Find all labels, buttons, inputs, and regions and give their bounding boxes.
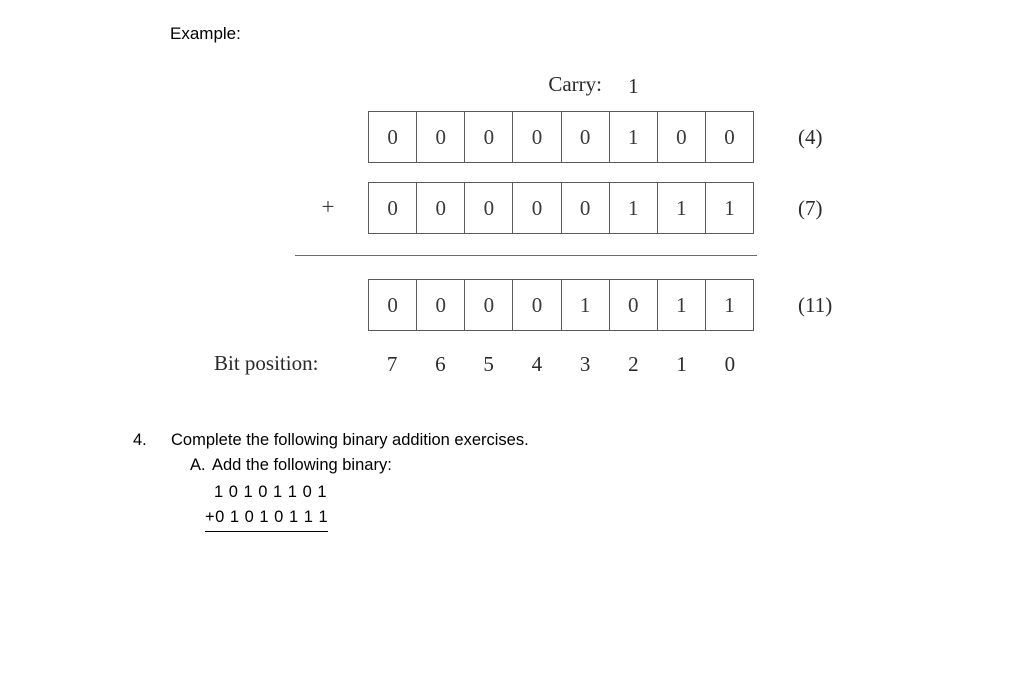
bit-cell: 0	[724, 125, 735, 149]
bit-cell: 0	[417, 280, 466, 330]
bit-cell: 0	[562, 183, 610, 233]
subquestion-line: A. Add the following binary:	[190, 453, 833, 478]
subquestion-text: Add the following binary:	[212, 456, 392, 474]
bit-cell: 0	[417, 112, 466, 162]
carry-bit	[368, 72, 416, 100]
bit-cell: 1	[724, 196, 735, 220]
page-title: Example:	[170, 24, 241, 43]
plus-operator-icon: +	[321, 194, 335, 219]
bit-position-value: 3	[579, 352, 591, 376]
carry-bits: 1	[368, 72, 754, 100]
bit-cell: 1	[562, 280, 610, 330]
bit-cell: 0	[562, 112, 610, 162]
bit-position-values: 7 6 5 4 3 2 1 0	[368, 351, 754, 377]
bit-cell: 0	[658, 112, 706, 162]
bit-position-label: Bit position:	[214, 351, 319, 375]
binary-operand-2: +0 1 0 1 0 1 1 1	[205, 505, 329, 532]
carry-bit	[561, 72, 609, 100]
carry-bit	[706, 72, 754, 100]
decimal-value-addend-2: (7)	[798, 196, 823, 220]
decimal-value-sum: (11)	[798, 293, 833, 317]
sum-separator-rule	[295, 255, 757, 256]
bit-cell: 1	[610, 183, 658, 233]
carry-bit: 1	[628, 74, 639, 98]
bit-cell: 0	[513, 280, 562, 330]
carry-bit	[465, 72, 513, 100]
bit-cell: 0	[465, 280, 514, 330]
bit-position-value: 0	[724, 352, 736, 376]
carry-label: Carry:	[548, 72, 602, 96]
binary-addition-problem: 1 0 1 0 1 1 0 1 +0 1 0 1 0 1 1 1	[205, 480, 833, 532]
bit-cell: 0	[513, 112, 562, 162]
carry-bit	[658, 72, 706, 100]
bit-cell: 0	[465, 183, 514, 233]
bit-cell: 0	[369, 112, 418, 162]
bit-cell: 1	[610, 112, 658, 162]
question-line: 4. Complete the following binary additio…	[133, 428, 833, 453]
bit-position-value: 6	[435, 352, 446, 376]
bit-cell: 0	[417, 183, 466, 233]
bit-grid-addend-1: 0 0 0 0 0 1 0 0	[368, 111, 754, 163]
binary-operand-1: 1 0 1 0 1 1 0 1	[214, 483, 328, 501]
bit-position-value: 7	[386, 352, 398, 376]
exercise-block: 4. Complete the following binary additio…	[133, 428, 833, 532]
bit-grid-sum: 0 0 0 0 1 0 1 1	[368, 279, 754, 331]
bit-cell: 0	[513, 183, 562, 233]
decimal-value-addend-1: (4)	[798, 125, 823, 149]
bit-cell: 0	[369, 183, 418, 233]
carry-row: Carry: 1	[368, 72, 754, 100]
bit-cell: 1	[724, 293, 735, 317]
carry-bit	[513, 72, 561, 100]
bit-cell: 0	[610, 280, 658, 330]
subquestion-letter: A.	[190, 456, 206, 474]
bit-cell: 1	[658, 280, 706, 330]
bit-cell: 1	[658, 183, 706, 233]
bit-grid-addend-2: 0 0 0 0 0 1 1 1	[368, 182, 754, 234]
bit-cell: 0	[369, 280, 418, 330]
bit-cell: 0	[465, 112, 514, 162]
question-text: Complete the following binary addition e…	[171, 431, 529, 449]
question-number: 4.	[133, 431, 147, 449]
bit-position-value: 5	[483, 352, 494, 376]
bit-position-value: 1	[676, 352, 687, 376]
bit-position-value: 4	[531, 352, 543, 376]
carry-bit	[416, 72, 464, 100]
bit-position-value: 2	[628, 352, 639, 376]
